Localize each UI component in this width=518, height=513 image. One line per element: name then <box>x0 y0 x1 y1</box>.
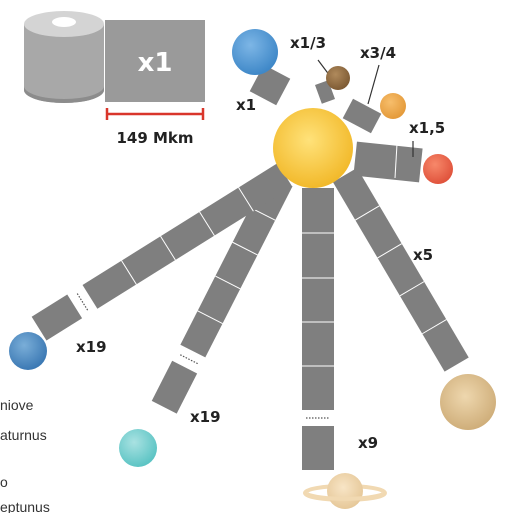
uranus-planet <box>119 429 157 467</box>
jupiter-multiplier-label: x5 <box>413 246 433 264</box>
mercury-multiplier-label: x1/3 <box>290 34 326 52</box>
scale-label: 149 Mkm <box>116 129 193 147</box>
roll-multiplier: x1 <box>138 48 173 78</box>
mercury-planet <box>326 66 350 90</box>
saturn-planet <box>303 473 387 509</box>
side-text-line1: niove <box>0 397 34 413</box>
mars-planet <box>423 154 453 184</box>
mars-arm <box>353 141 423 183</box>
jupiter-arm <box>332 167 469 372</box>
roll-core <box>52 17 76 27</box>
venus-multiplier-label: x3/4 <box>360 44 396 62</box>
earth-arm <box>249 64 291 106</box>
roll-unrolled-sheet <box>105 20 205 102</box>
scale-bar <box>105 108 205 120</box>
saturn-multiplier-label: x9 <box>358 434 378 452</box>
sun <box>273 108 353 188</box>
earth-planet <box>232 29 278 75</box>
mars-multiplier-label: x1,5 <box>409 119 445 137</box>
earth-multiplier-label: x1 <box>236 96 256 114</box>
side-text-line3: o <box>0 474 8 490</box>
jupiter-planet <box>440 374 496 430</box>
neptune-arm <box>31 163 293 341</box>
neptune-planet <box>9 332 47 370</box>
venus-planet <box>380 93 406 119</box>
neptune-multiplier-label: x19 <box>76 338 107 356</box>
venus-arm <box>342 98 382 134</box>
toilet-roll-legend: x1 149 Mkm <box>24 11 205 147</box>
venus-label-leader <box>367 64 380 105</box>
saturn-arm <box>302 188 334 470</box>
side-text-line2: aturnus <box>0 427 47 443</box>
uranus-multiplier-label: x19 <box>190 408 221 426</box>
side-text-line4: eptunus <box>0 499 50 513</box>
roll-body <box>24 24 104 103</box>
uranus-arm <box>151 173 293 414</box>
